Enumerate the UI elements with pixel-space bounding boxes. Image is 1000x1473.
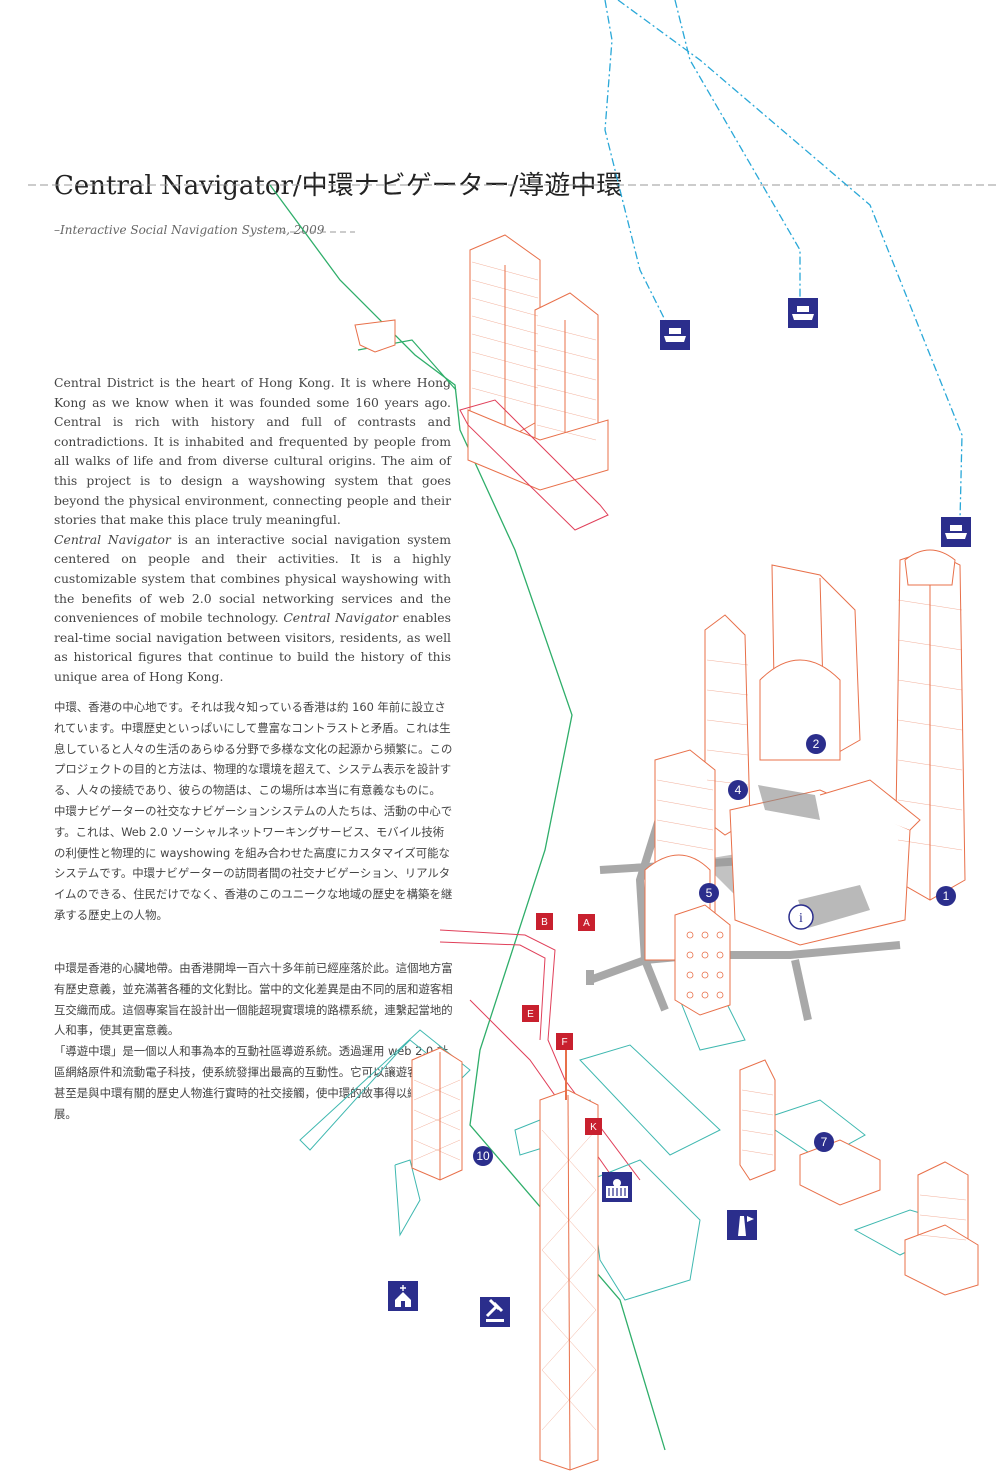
roof-shade-2 [798, 885, 870, 928]
japanese-text: 中環、香港の中心地です。それは我々知っている香港は約 160 年前に設立されてい… [54, 697, 454, 926]
chinese-text: 中環是香港的心臟地帶。由香港開埠一百六十多年前已經座落於此。這個地方富有歷史意義… [54, 958, 454, 1124]
marker-1[interactable]: 1 [936, 886, 956, 906]
svg-text:A: A [583, 918, 590, 929]
top-tower-grid [471, 261, 597, 441]
central-buildings [411, 549, 979, 1471]
legislative-building-icon[interactable] [602, 1172, 632, 1202]
page-subtitle: –Interactive Social Navigation System, 2… [54, 223, 325, 237]
english-text: Central District is the heart of Hong Ko… [54, 373, 451, 687]
marker-b[interactable]: B [536, 913, 553, 930]
english-paragraph-2: Central Navigator is an interactive soci… [54, 530, 451, 687]
marker-k[interactable]: K [585, 1118, 602, 1135]
svg-text:10: 10 [476, 1149, 490, 1163]
japanese-paragraph-1: 中環、香港の中心地です。それは我々知っている香港は約 160 年前に設立されてい… [54, 700, 453, 798]
marker-a[interactable]: A [578, 914, 595, 931]
chinese-paragraph-2: 「導遊中環」是一個以人和事為本的互動社區導遊系統。透過運用 web 2.0 社區… [54, 1044, 453, 1121]
english-p2-a: is an interactive social navigation syst… [54, 531, 452, 626]
marker-5[interactable]: 5 [699, 883, 719, 903]
marker-7[interactable]: 7 [814, 1132, 834, 1152]
court-gavel-icon[interactable] [480, 1297, 510, 1327]
svg-text:E: E [527, 1009, 534, 1020]
svg-text:5: 5 [706, 886, 713, 900]
em-central-navigator-2: Central Navigator [283, 610, 398, 626]
info-marker[interactable]: i [788, 904, 814, 930]
svg-text:B: B [541, 917, 548, 928]
marker-f[interactable]: F [556, 1033, 573, 1050]
ferry-icon[interactable] [788, 298, 818, 328]
marker-e[interactable]: E [522, 1005, 539, 1022]
ferry-icon[interactable] [660, 320, 690, 350]
tower-flag-icon[interactable] [727, 1210, 757, 1240]
em-central-navigator: Central Navigator [54, 531, 171, 547]
cyan-outlines [299, 989, 962, 1301]
page-title: Central Navigator/中環ナビゲーター/導遊中環 [54, 171, 623, 201]
pink-routes [439, 399, 641, 1196]
ferry-routes [604, 0, 963, 521]
svg-text:K: K [590, 1122, 597, 1133]
central-building-grid [413, 599, 967, 1431]
marker-4[interactable]: 4 [728, 780, 748, 800]
svg-text:i: i [799, 911, 803, 926]
dotted-windows [686, 931, 724, 999]
svg-text:1: 1 [943, 889, 950, 903]
marker-2[interactable]: 2 [806, 734, 826, 754]
tram-line [269, 184, 666, 1451]
church-icon[interactable] [388, 1281, 418, 1311]
ferry-icon[interactable] [941, 517, 971, 547]
subtitle-text: Interactive Social Navigation System, 20… [60, 223, 325, 237]
svg-text:F: F [561, 1037, 567, 1048]
svg-text:2: 2 [813, 737, 820, 751]
english-p2-b: enables real-time social navigation betw… [54, 610, 451, 684]
marker-10[interactable]: 10 [473, 1146, 493, 1166]
top-towers [354, 234, 609, 491]
svg-text:4: 4 [735, 783, 742, 797]
svg-text:7: 7 [821, 1135, 828, 1149]
chinese-paragraph-1: 中環是香港的心臟地帶。由香港開埠一百六十多年前已經座落於此。這個地方富有歷史意義… [54, 961, 453, 1038]
english-paragraph-1: Central District is the heart of Hong Ko… [54, 375, 451, 528]
roof-shade-1 [758, 785, 820, 820]
japanese-paragraph-2: 中環ナビゲーターの社交なナビゲーションシステムの人たちは、活動の中心です。これは… [54, 803, 453, 922]
